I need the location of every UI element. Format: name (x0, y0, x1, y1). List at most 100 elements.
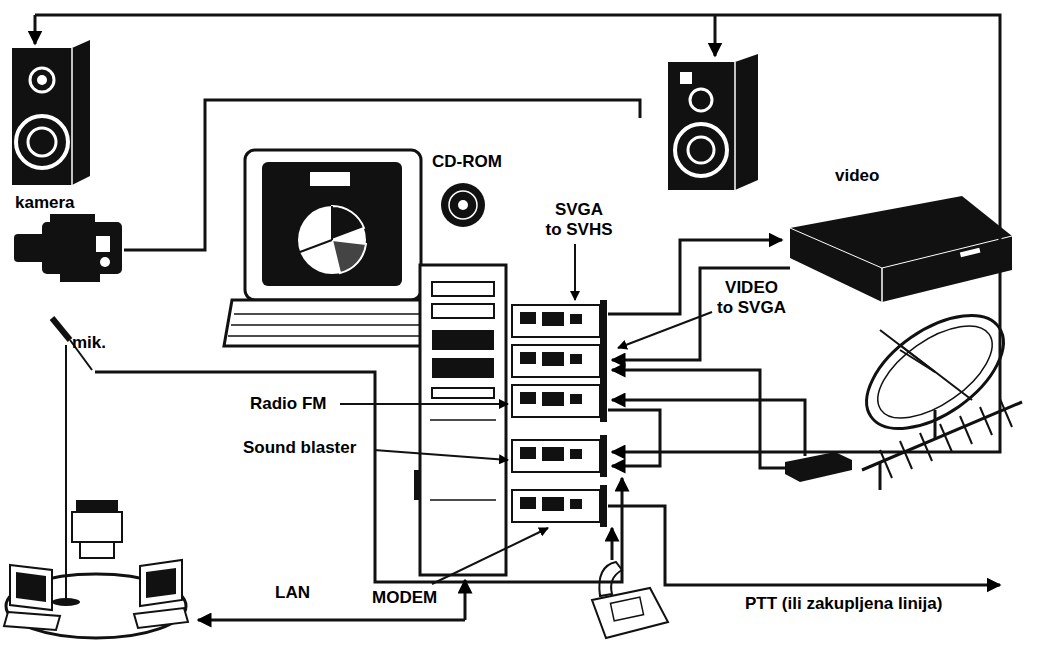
expansion-card (600, 380, 607, 422)
video-recorder (790, 228, 882, 268)
expansion-card (512, 490, 600, 522)
network-computers (72, 512, 122, 542)
expansion-card (542, 497, 564, 511)
expansion-card (570, 499, 582, 509)
expansion-card (512, 385, 600, 417)
receiver-box (785, 452, 852, 482)
pc-tower (432, 358, 494, 378)
device-label: CD-ROM (432, 152, 502, 172)
microphone (65, 345, 67, 600)
expansion-card (512, 485, 607, 527)
device-label: kamera (15, 193, 75, 213)
expansion-card (512, 305, 600, 337)
pc-tower (430, 499, 496, 501)
expansion-card (542, 352, 564, 366)
device-label: video (835, 166, 879, 186)
pc-tower (432, 330, 494, 350)
cd-disc (449, 191, 477, 219)
satellite-dish (847, 293, 1023, 451)
device-label: MODEM (372, 588, 437, 608)
monitor (262, 162, 402, 286)
cd-disc (441, 183, 485, 227)
expansion-card (512, 345, 600, 377)
tv-antenna (862, 399, 1022, 490)
video-recorder (790, 196, 1012, 302)
monitor (310, 172, 350, 186)
video-camera (42, 222, 122, 274)
device-label: mik. (72, 333, 106, 353)
device-label: Sound blaster (243, 438, 356, 458)
device-label: VIDEO to SVGA (716, 278, 787, 318)
network-computers (16, 572, 46, 602)
expansion-card (570, 394, 582, 404)
pc-tower (414, 265, 506, 575)
microphone (52, 318, 70, 340)
signal-wire (198, 619, 465, 622)
network-computers (80, 542, 114, 558)
pc-tower (432, 282, 494, 296)
speaker (734, 62, 736, 190)
receiver-box (785, 452, 852, 482)
signal-wire (612, 400, 805, 456)
signal-wire (612, 268, 790, 360)
speaker (690, 89, 712, 111)
speaker (16, 116, 68, 168)
tv-antenna (1000, 399, 1012, 427)
expansion-card (600, 485, 607, 527)
telephone (599, 562, 622, 596)
pc-tower (430, 419, 496, 421)
signal-wire (35, 15, 1000, 452)
video-recorder (882, 236, 1012, 268)
monitor (332, 206, 364, 240)
expansion-card (542, 447, 564, 461)
video-recorder (881, 268, 883, 302)
network-computers (140, 560, 182, 606)
satellite-dish (934, 410, 937, 440)
tv-antenna (920, 433, 932, 461)
monitor (224, 150, 436, 346)
leader-line (618, 312, 712, 348)
speaker (668, 54, 758, 190)
expansion-card (512, 340, 607, 382)
speaker (71, 48, 73, 185)
network-computers (134, 608, 188, 628)
network-computers (4, 500, 188, 638)
expansion-card (600, 340, 607, 382)
monitor (300, 240, 332, 252)
signal-wire (34, 15, 37, 44)
signal-wire (35, 15, 1000, 620)
video-camera (96, 236, 110, 252)
signal-wire (124, 100, 640, 250)
pc-tower (420, 265, 506, 575)
expansion-card (542, 312, 564, 326)
monitor (231, 324, 426, 326)
speaker (37, 75, 47, 85)
telephone (592, 562, 668, 638)
expansion-card (520, 447, 536, 459)
cd-disc (441, 183, 485, 227)
tv-antenna (900, 441, 912, 469)
speaker (688, 137, 714, 163)
signal-wire (608, 506, 1000, 585)
tv-antenna (879, 462, 882, 490)
video-recorder (960, 248, 981, 258)
expansion-card (512, 300, 607, 342)
expansion-card (520, 352, 536, 364)
expansion-card (512, 440, 600, 472)
network-computers (76, 500, 118, 512)
speaker (12, 40, 90, 185)
network-computers (10, 565, 52, 610)
monitor (332, 240, 366, 273)
speaker (668, 54, 758, 190)
signal-wire (608, 410, 660, 466)
speaker (680, 72, 692, 84)
video-recorder (790, 196, 1012, 302)
video-camera (60, 274, 100, 282)
monitor (331, 206, 333, 240)
satellite-dish (847, 293, 1023, 451)
signal-wire (612, 370, 785, 468)
expansion-card (600, 300, 607, 342)
cd-disc (458, 200, 468, 210)
tv-antenna (940, 424, 952, 452)
